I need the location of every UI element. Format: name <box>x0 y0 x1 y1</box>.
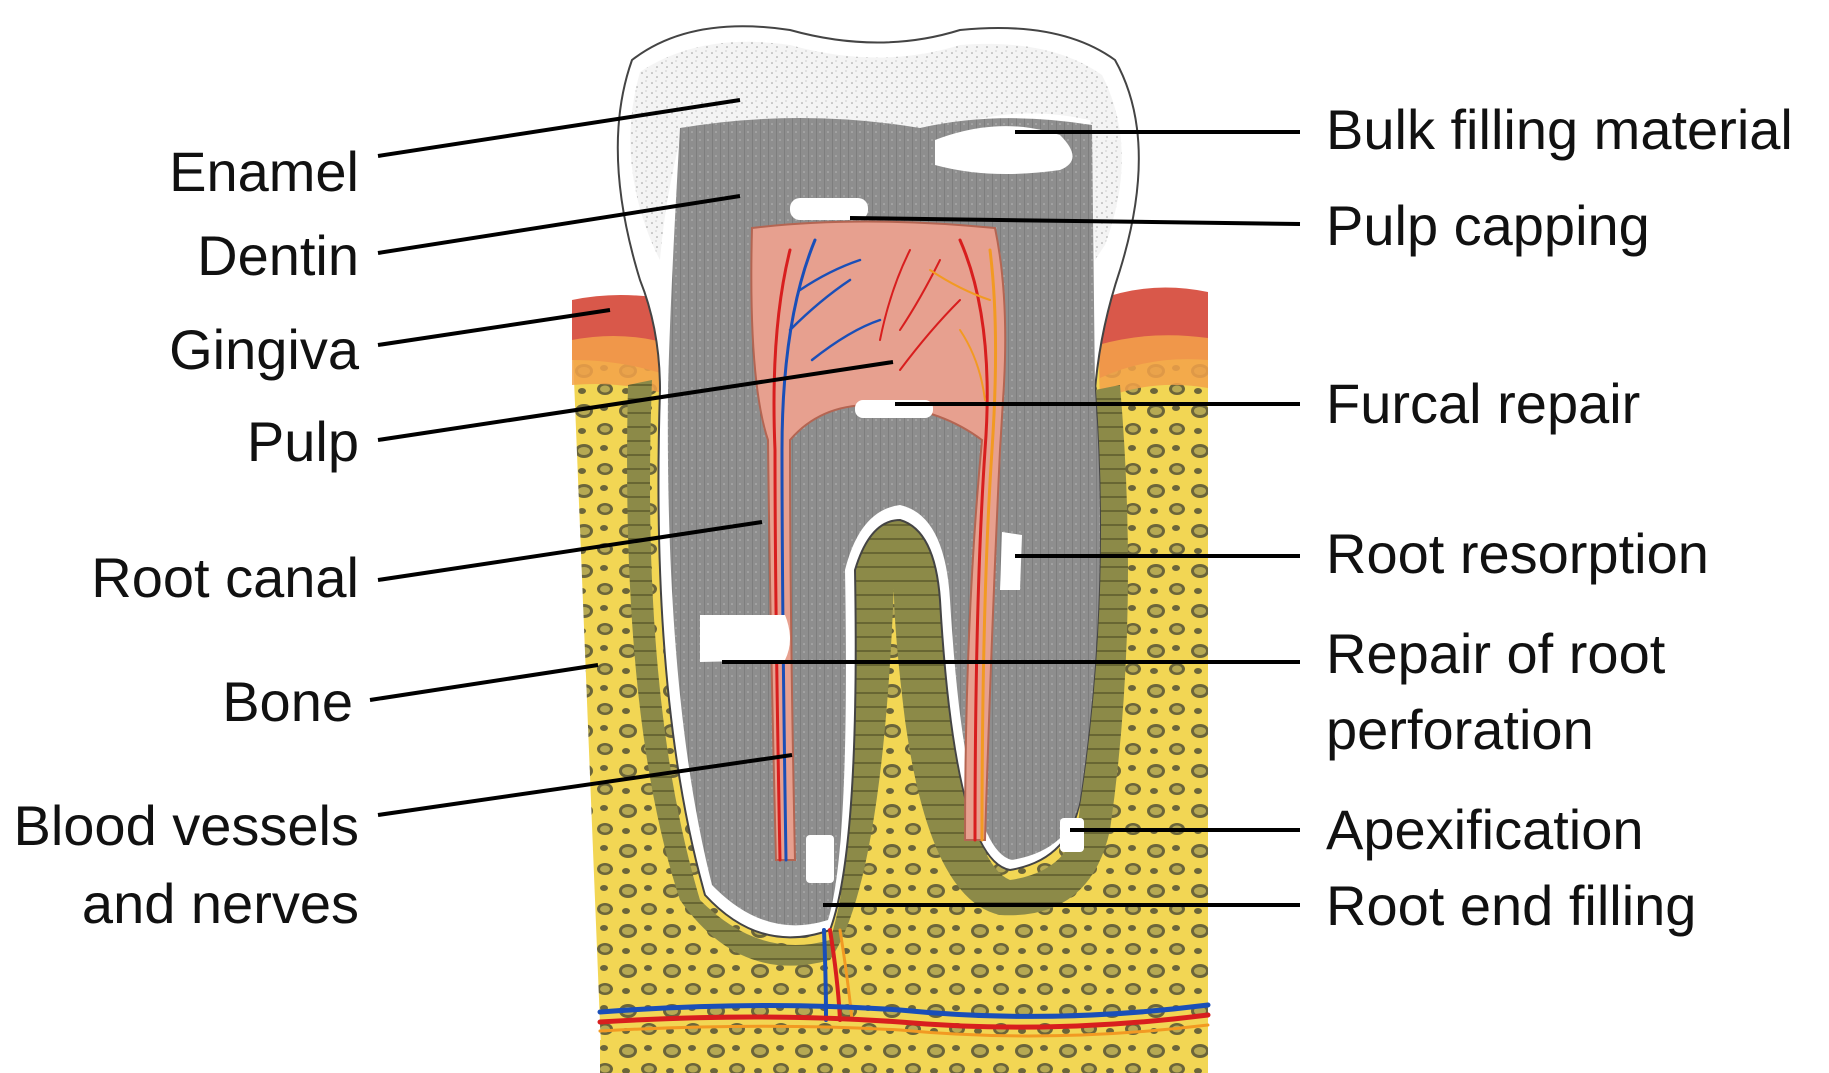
label-bone: Bone <box>222 664 353 740</box>
label-dentin: Dentin <box>197 218 359 294</box>
leader-bone <box>370 665 598 700</box>
label-bulk-filling: Bulk filling material <box>1326 92 1793 168</box>
label-pulp-capping: Pulp capping <box>1326 188 1650 264</box>
label-blood-vessels-line1: Blood vessels <box>13 788 359 864</box>
label-apexification: Apexification <box>1326 792 1644 868</box>
root-end-filling <box>806 835 834 883</box>
perforation-repair-filling <box>700 615 790 662</box>
label-blood-vessels-line2: and nerves <box>82 866 359 942</box>
root-resorption-filling <box>1000 532 1022 590</box>
label-root-end-filling: Root end filling <box>1326 868 1696 944</box>
label-enamel: Enamel <box>169 134 359 210</box>
apexification-filling <box>1060 818 1084 852</box>
label-root-canal: Root canal <box>91 540 359 616</box>
label-repair-perforation-line2: perforation <box>1326 692 1594 768</box>
label-gingiva: Gingiva <box>169 312 359 388</box>
label-repair-perforation-line1: Repair of root <box>1326 616 1665 692</box>
label-furcal-repair: Furcal repair <box>1326 366 1640 442</box>
label-root-resorption: Root resorption <box>1326 516 1709 592</box>
label-pulp: Pulp <box>247 404 359 480</box>
